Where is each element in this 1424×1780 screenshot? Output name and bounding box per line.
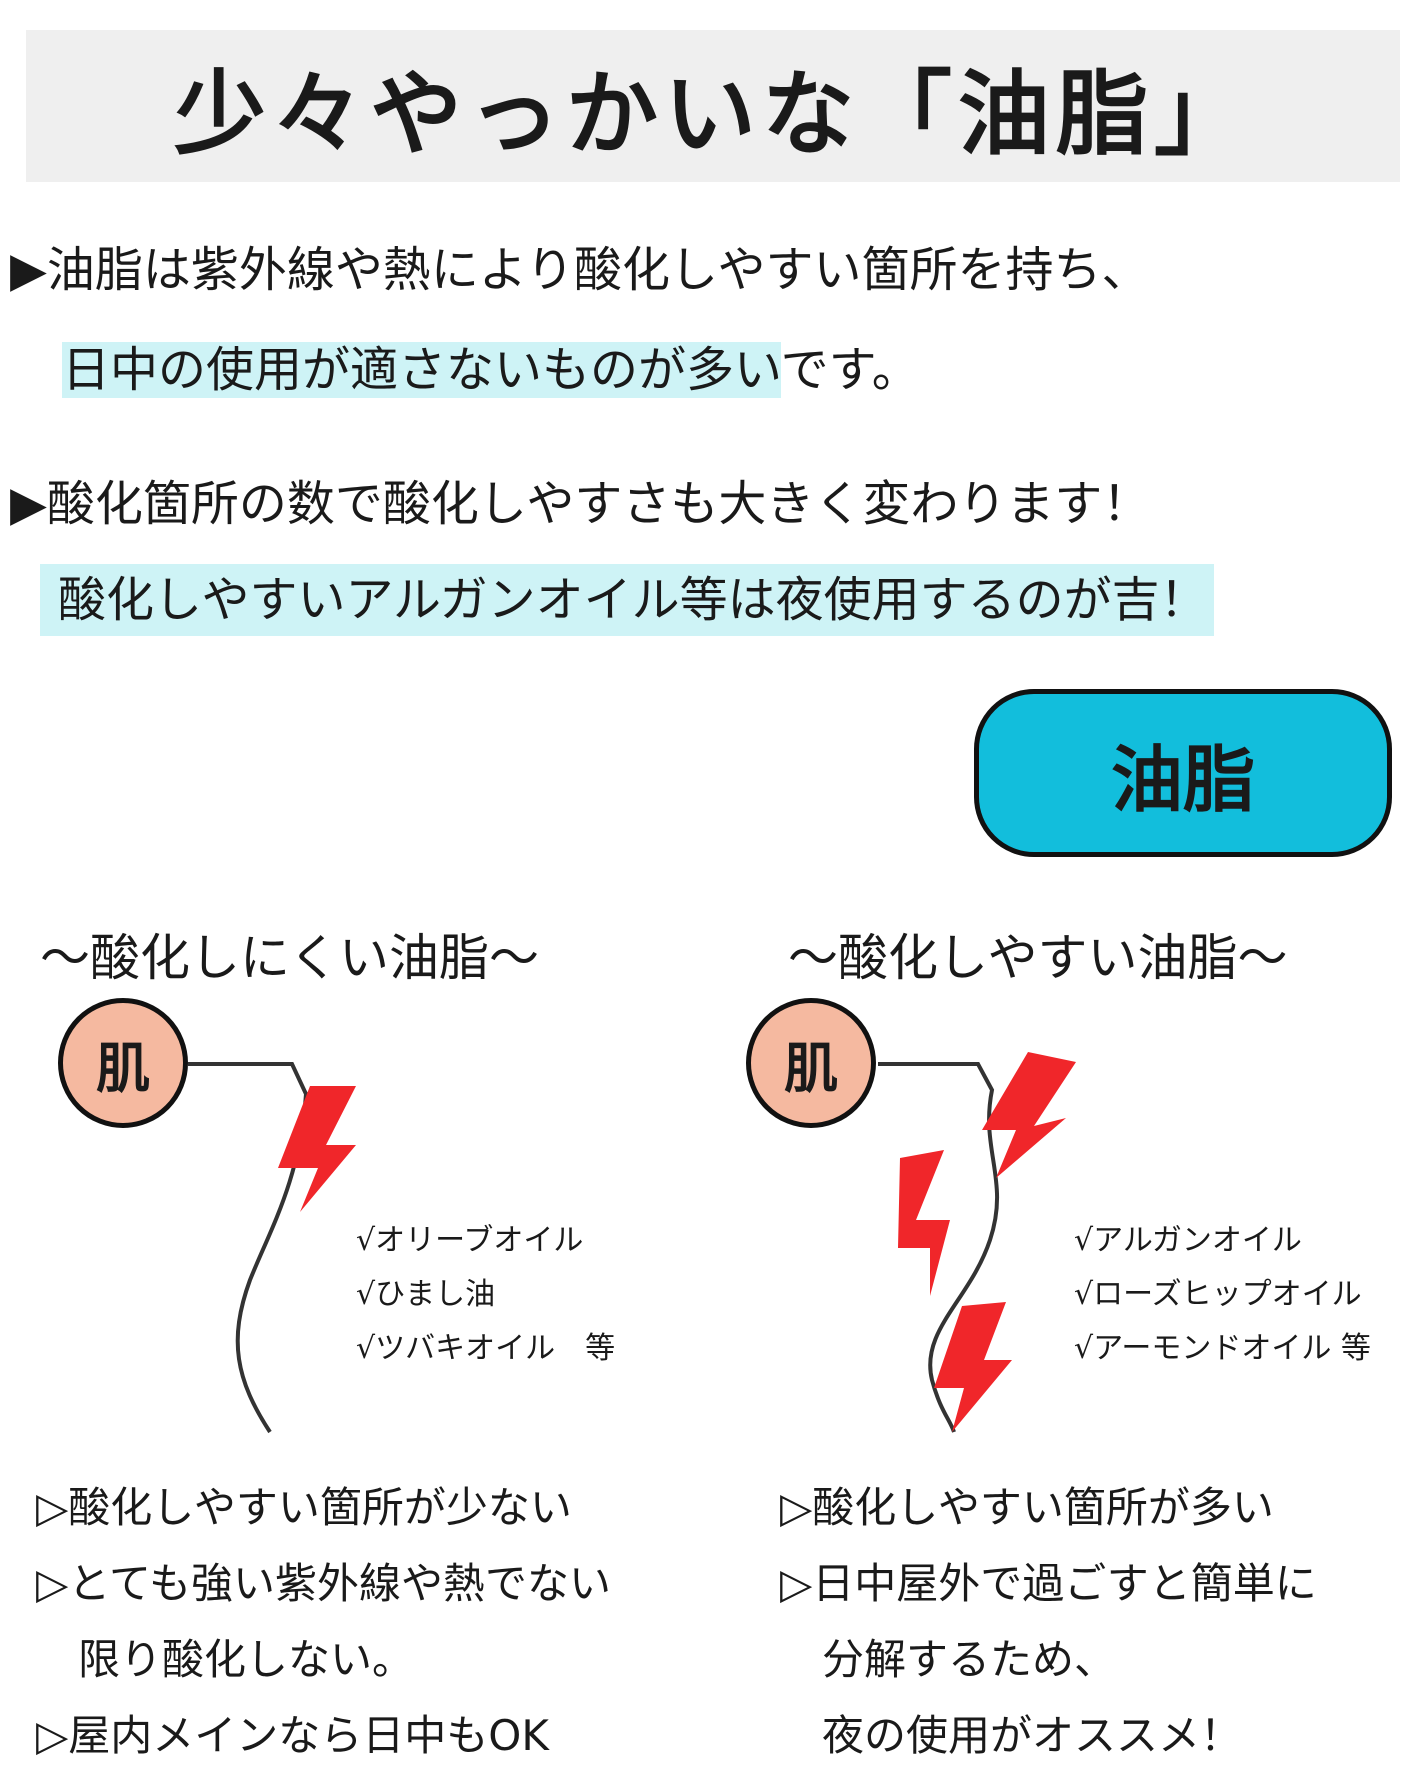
list-item: 分解するため、 [780, 1635, 1117, 1684]
list-item: √ローズヒップオイル [1074, 1277, 1362, 1312]
intro-line-2: 日中の使用が適さないものが多いです。 [62, 334, 920, 406]
list-item: √オリーブオイル [356, 1223, 584, 1258]
right-oil-list: √アルガンオイル √ローズヒップオイル √アーモンドオイル 等 [1074, 1214, 1371, 1376]
skin-circle-right: 肌 [746, 998, 876, 1128]
oil-badge: 油脂 [974, 689, 1392, 857]
lightning-bolt-icon [934, 1302, 1012, 1432]
intro-highlight-2: 酸化しやすいアルガンオイル等は夜使用するのが吉！ [40, 564, 1214, 636]
list-item: ▷屋内メインなら日中もOK [36, 1711, 549, 1760]
list-item: ▷酸化しやすい箇所が少ない [36, 1483, 572, 1532]
list-item: ▷日中屋外で過ごすと簡単に [780, 1559, 1317, 1608]
right-points: ▷酸化しやすい箇所が多い ▷日中屋外で過ごすと簡単に 分解するため、 夜の使用が… [780, 1470, 1317, 1774]
list-item: √アルガンオイル [1074, 1223, 1302, 1258]
left-heading: 〜酸化しにくい油脂〜 [40, 929, 539, 987]
intro-line-2-rest: です。 [780, 342, 920, 398]
left-points: ▷酸化しやすい箇所が少ない ▷とても強い紫外線や熱でない 限り酸化しない。 ▷屋… [36, 1470, 611, 1774]
lightning-bolt-icon [278, 1086, 356, 1212]
left-fiber-line [188, 1062, 309, 1434]
list-item: √アーモンドオイル 等 [1074, 1331, 1371, 1366]
skin-circle-left: 肌 [58, 998, 188, 1128]
list-item: ▷酸化しやすい箇所が多い [780, 1483, 1274, 1532]
list-item: √ひまし油 [356, 1277, 496, 1312]
lightning-bolt-icon [898, 1150, 950, 1296]
intro-line-1: ▶油脂は紫外線や熱により酸化しやすい箇所を持ち、 [10, 242, 1150, 298]
list-item: ▷とても強い紫外線や熱でない [36, 1559, 611, 1608]
intro-line-3: ▶酸化箇所の数で酸化しやすさも大きく変わります！ [10, 476, 1151, 532]
intro-highlight-1: 日中の使用が適さないものが多い [62, 342, 781, 398]
list-item: 限り酸化しない。 [36, 1635, 415, 1684]
list-item: 夜の使用がオススメ！ [780, 1711, 1243, 1760]
lightning-bolt-icon [982, 1052, 1076, 1178]
left-oil-list: √オリーブオイル √ひまし油 √ツバキオイル 等 [356, 1214, 615, 1376]
list-item: √ツバキオイル 等 [356, 1331, 616, 1366]
right-heading: 〜酸化しやすい油脂〜 [788, 929, 1288, 987]
title-bar: 少々やっかいな「油脂」 [26, 30, 1400, 182]
right-fiber-line [878, 1062, 999, 1433]
page-title: 少々やっかいな「油脂」 [173, 59, 1252, 168]
